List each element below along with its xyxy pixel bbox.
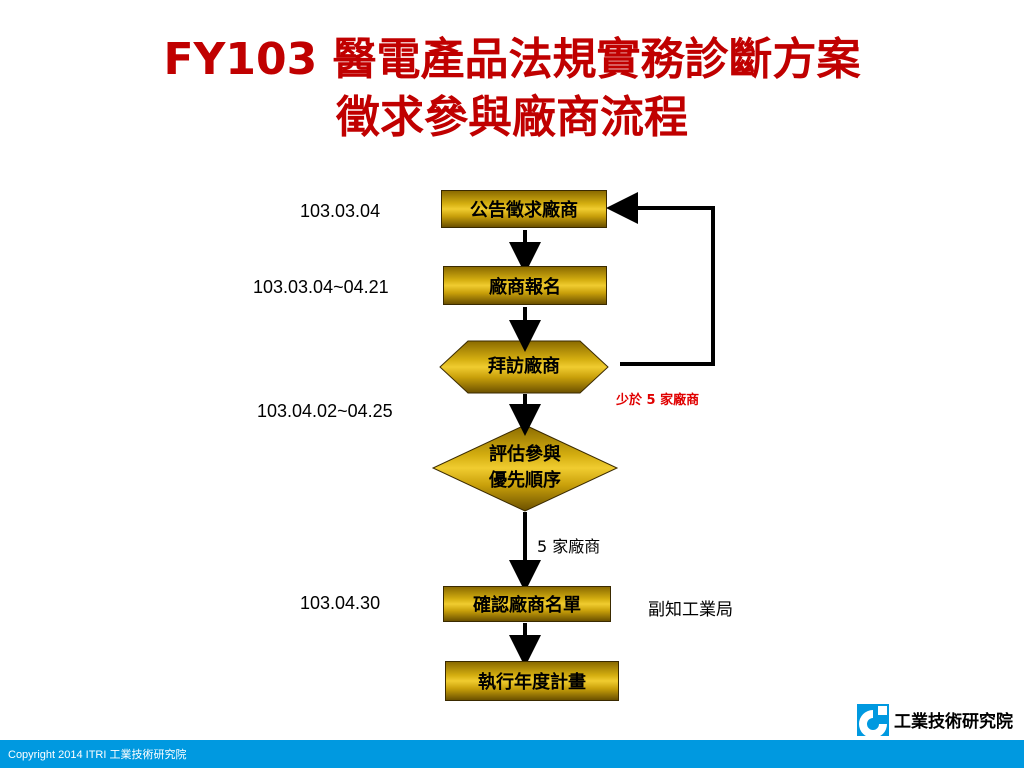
step-execute: 執行年度計畫 <box>445 661 619 701</box>
date-register: 103.03.04~04.21 <box>253 277 389 297</box>
slide-title-line1: FY103 醫電產品法規實務診斷方案 <box>163 34 861 85</box>
step-visit-label: 拜訪廠商 <box>488 356 560 377</box>
visit-hexagon <box>439 340 609 394</box>
itri-logo-icon <box>856 703 888 735</box>
evaluate-diamond <box>431 424 619 512</box>
date-announce: 103.03.04 <box>300 201 381 221</box>
step-confirm-label: 確認廠商名單 <box>473 595 581 616</box>
step-announce-label: 公告徵求廠商 <box>470 200 578 221</box>
step-announce: 公告徵求廠商 <box>441 190 607 228</box>
step-execute-label: 執行年度計畫 <box>478 672 586 693</box>
itri-logo-mark <box>857 704 889 738</box>
step-evaluate-label-line2: 優先順序 <box>489 470 561 491</box>
step-evaluate-label-line1: 評估參與 <box>489 444 561 465</box>
date-confirm: 103.04.30 <box>300 593 381 613</box>
loop-condition-note: 少於 5 家廠商 <box>616 393 700 408</box>
slide-title-line2: 徵求參與廠商流程 <box>336 92 688 143</box>
loop-back-connector <box>606 192 715 366</box>
approver-note: 副知工業局 <box>648 600 733 620</box>
date-visit: 103.04.02~04.25 <box>257 401 393 421</box>
step-evaluate: 評估參與 優先順序 <box>455 440 595 496</box>
step-visit: 拜訪廠商 <box>460 341 588 393</box>
itri-logo: 工業技術研究院 <box>856 703 1013 735</box>
itri-logo-text: 工業技術研究院 <box>894 711 1013 732</box>
step-register: 廠商報名 <box>443 266 607 305</box>
pass-condition-note: 5 家廠商 <box>537 537 601 556</box>
footer-copyright: Copyright 2014 ITRI 工業技術研究院 <box>8 749 187 761</box>
step-confirm: 確認廠商名單 <box>443 586 611 622</box>
footer-bar: Copyright 2014 ITRI 工業技術研究院 <box>0 740 1024 768</box>
step-register-label: 廠商報名 <box>489 276 561 298</box>
